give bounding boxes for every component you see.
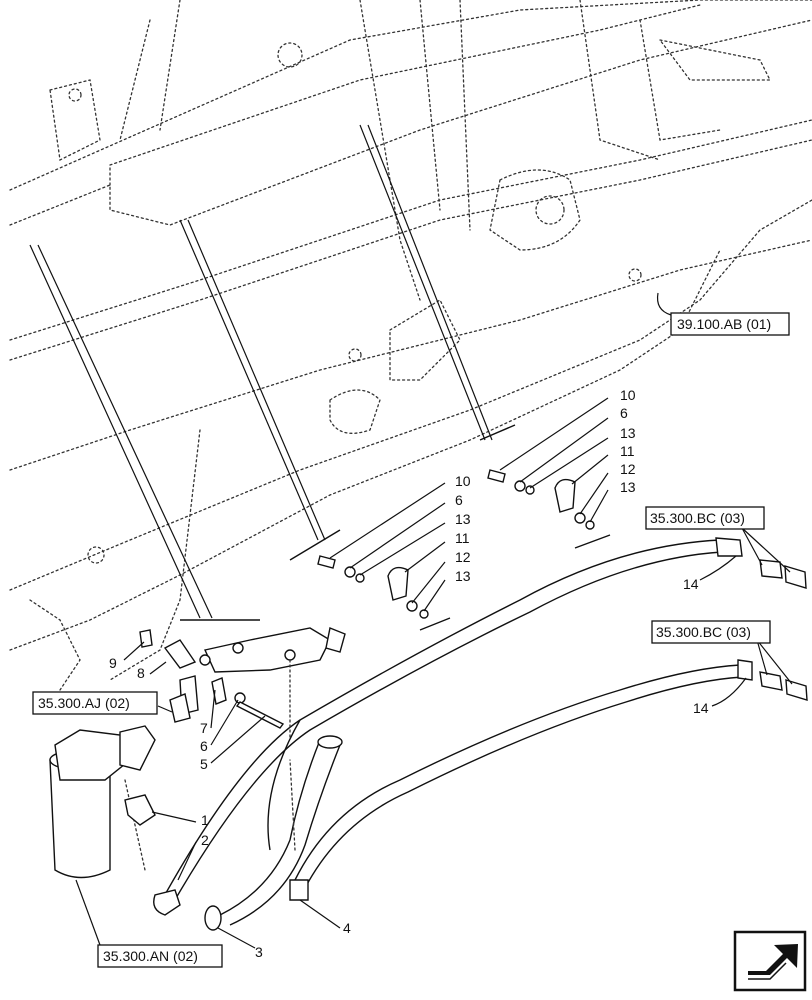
callout-13-upper: 13: [620, 425, 636, 441]
callout-2: 2: [201, 832, 209, 848]
svg-text:39.100.AB (01): 39.100.AB (01): [677, 316, 771, 332]
callout-13-middle: 13: [455, 511, 471, 527]
callout-6-lower: 6: [200, 738, 208, 754]
callout-3: 3: [255, 944, 263, 960]
hose-assembly: [153, 537, 753, 931]
callout-14-upper: 14: [683, 576, 699, 592]
callout-numbers: 10 6 13 11 12 13 10 6 13 11 12 13 14 14 …: [109, 387, 709, 960]
callout-12-upper: 12: [620, 461, 636, 477]
ref-filter[interactable]: 35.300.AN (02): [97, 944, 223, 968]
callout-11-upper: 11: [620, 443, 635, 459]
hardware-group-middle: [317, 555, 429, 619]
callout-7: 7: [200, 720, 208, 736]
callout-13-upper-b: 13: [620, 479, 636, 495]
callout-10-upper: 10: [620, 387, 636, 403]
callout-6-upper: 6: [620, 405, 628, 421]
svg-text:35.300.BC (03): 35.300.BC (03): [656, 624, 751, 640]
callout-12-middle: 12: [455, 549, 471, 565]
callout-9: 9: [109, 655, 117, 671]
frame-outline: [9, 0, 812, 691]
leader-lines: [29, 124, 611, 631]
hardware-group-upper: [487, 469, 595, 530]
callout-11-middle: 11: [455, 530, 470, 546]
reference-boxes: 39.100.AB (01) 35.300.BC (03) 35.300.BC …: [32, 312, 790, 968]
ref-hose-fitting-lower[interactable]: 35.300.BC (03): [651, 620, 771, 644]
callout-13-middle-b: 13: [455, 568, 471, 584]
callout-14-lower: 14: [693, 700, 709, 716]
fittings-right: [741, 527, 808, 701]
callout-4: 4: [343, 920, 351, 936]
filter-assembly: [49, 693, 191, 879]
ref-filter-head[interactable]: 35.300.AJ (02): [32, 691, 158, 715]
svg-text:35.300.AN (02): 35.300.AN (02): [103, 948, 198, 964]
callout-10-middle: 10: [455, 473, 471, 489]
callout-1: 1: [201, 812, 209, 828]
callout-8: 8: [137, 665, 145, 681]
ref-frame[interactable]: 39.100.AB (01): [670, 312, 790, 336]
callout-leaders: [75, 292, 747, 949]
callout-5: 5: [200, 756, 208, 772]
callout-6-middle: 6: [455, 492, 463, 508]
next-page-arrow-icon[interactable]: [733, 930, 807, 992]
svg-text:35.300.BC (03): 35.300.BC (03): [650, 510, 745, 526]
fitting-block: [124, 627, 346, 871]
svg-text:35.300.AJ (02): 35.300.AJ (02): [38, 695, 130, 711]
ref-hose-fitting-upper[interactable]: 35.300.BC (03): [645, 506, 765, 530]
